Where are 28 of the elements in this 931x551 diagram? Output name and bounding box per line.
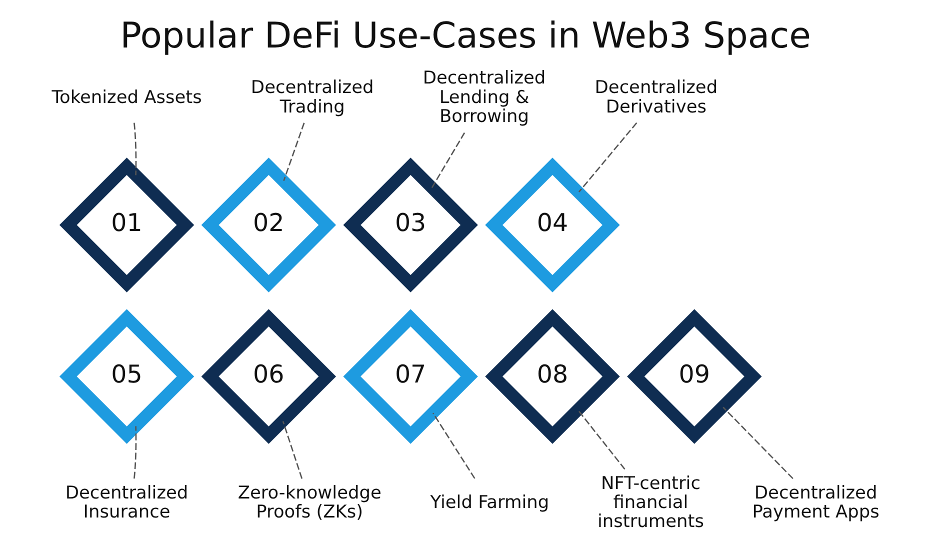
node-diamond: 09 bbox=[627, 309, 762, 444]
node-text: Decentralized Payment Apps bbox=[752, 483, 880, 523]
node-diamond: 08 bbox=[485, 309, 620, 444]
node-text: Yield Farming bbox=[430, 493, 550, 513]
node-text: Decentralized Derivatives bbox=[594, 78, 718, 118]
node-diamond: 06 bbox=[201, 309, 336, 444]
node-diamond: 02 bbox=[201, 158, 336, 292]
diagram-title: Popular DeFi Use-Cases in Web3 Space bbox=[120, 15, 811, 56]
node-text: Decentralized Lending & Borrowing bbox=[422, 68, 546, 127]
node-text: Decentralized Trading bbox=[250, 78, 374, 118]
node-text: NFT-centric financial instruments bbox=[598, 474, 704, 532]
node-text: Decentralized Insurance bbox=[65, 483, 188, 523]
connector bbox=[283, 122, 305, 182]
connector bbox=[578, 410, 626, 470]
connector bbox=[431, 132, 466, 188]
node-diamond: 07 bbox=[343, 309, 478, 444]
connector bbox=[133, 122, 137, 176]
connector bbox=[722, 406, 794, 480]
connector bbox=[578, 122, 638, 192]
connector bbox=[282, 421, 303, 479]
node-diamond: 01 bbox=[59, 158, 194, 292]
node-diamond: 04 bbox=[485, 158, 620, 292]
connector bbox=[432, 412, 476, 479]
node-text: Zero-knowledge Proofs (ZKs) bbox=[238, 483, 382, 523]
node-diamond: 05 bbox=[59, 309, 194, 444]
connector bbox=[134, 426, 137, 479]
node-text: Tokenized Assets bbox=[52, 88, 202, 108]
node-diamond: 03 bbox=[343, 158, 478, 292]
